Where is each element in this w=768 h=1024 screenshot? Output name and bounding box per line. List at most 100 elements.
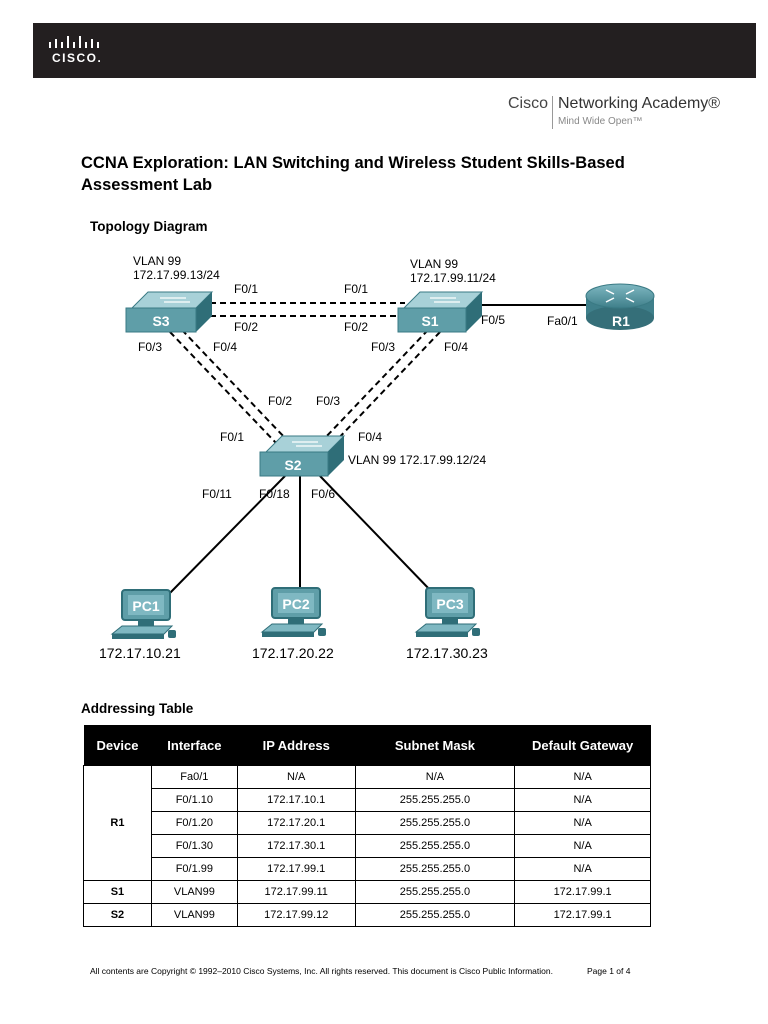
s2-f03-label: F0/3 — [316, 394, 340, 408]
s3-f02-label: F0/2 — [234, 320, 258, 334]
link-s1-s2-a — [322, 329, 429, 441]
switch-s2: S2 — [259, 435, 346, 477]
mask-cell: 255.255.255.0 — [354, 880, 516, 904]
s3-ip-label: 172.17.99.13/24 — [133, 268, 220, 282]
ip-cell: 172.17.99.1 — [236, 857, 356, 881]
table-row: F0/1.20 172.17.20.1 255.255.255.0 N/A — [84, 811, 651, 835]
gateway-cell: 172.17.99.1 — [514, 880, 651, 904]
mask-cell: 255.255.255.0 — [354, 857, 516, 881]
pc3-ip-label: 172.17.30.23 — [406, 645, 488, 661]
document-title: CCNA Exploration: LAN Switching and Wire… — [81, 152, 701, 196]
s1-f03-label: F0/3 — [371, 340, 395, 354]
s2-f018-label: F0/18 — [259, 487, 290, 501]
mask-cell: 255.255.255.0 — [354, 811, 516, 835]
topology-title: Topology Diagram — [90, 219, 208, 234]
header-subnet-mask: Subnet Mask — [355, 725, 515, 766]
switch-arrows-icon — [292, 441, 322, 447]
pc-pc2: PC2 — [260, 587, 326, 637]
device-cell-r1: R1 — [83, 765, 152, 881]
table-row: S2 VLAN99 172.17.99.12 255.255.255.0 172… — [83, 903, 651, 927]
s2-f04-label: F0/4 — [358, 430, 382, 444]
topology-diagram: S3 S1 S2 R1 — [99, 254, 655, 661]
mask-cell: N/A — [354, 765, 516, 789]
s1-ip-label: 172.17.99.11/24 — [410, 271, 496, 285]
device-label-r1: R1 — [612, 313, 630, 329]
router-r1: R1 — [585, 283, 655, 330]
device-label-s2: S2 — [284, 457, 301, 473]
gateway-cell: N/A — [514, 788, 651, 812]
s2-vlan-ip-label: VLAN 99 172.17.99.12/24 — [348, 453, 486, 467]
title-line-1: CCNA Exploration: LAN Switching and Wire… — [81, 154, 625, 172]
interface-cell: Fa0/1 — [150, 765, 238, 789]
gateway-cell: N/A — [514, 834, 651, 858]
link-s2-pc1 — [167, 475, 286, 596]
header-device: Device — [83, 725, 152, 766]
s1-f01-label: F0/1 — [344, 282, 368, 296]
table-row: S1 VLAN99 172.17.99.11 255.255.255.0 172… — [83, 880, 651, 904]
gateway-cell: N/A — [514, 811, 651, 835]
academy-tagline: Mind Wide Open™ — [558, 116, 643, 127]
gateway-cell: N/A — [514, 857, 651, 881]
device-label-pc2: PC2 — [282, 596, 309, 612]
router-arrows-icon — [605, 289, 635, 303]
interface-cell: F0/1.20 — [150, 811, 238, 835]
pc1-ip-label: 172.17.10.21 — [99, 645, 181, 661]
copyright-text: All contents are Copyright © 1992–2010 C… — [90, 966, 553, 976]
mask-cell: 255.255.255.0 — [354, 903, 516, 927]
table-row: F0/1.30 172.17.30.1 255.255.255.0 N/A — [84, 834, 651, 858]
link-s3-s2-a — [169, 331, 277, 444]
academy-logo: Cisco Networking Academy® Mind Wide Open… — [508, 95, 748, 131]
device-cell-s2: S2 — [83, 903, 152, 927]
s2-f011-label: F0/11 — [202, 487, 232, 501]
device-label-s3: S3 — [152, 313, 169, 329]
s2-f01-label: F0/1 — [220, 430, 244, 444]
s3-f04-label: F0/4 — [213, 340, 237, 354]
cisco-bars-icon — [49, 36, 99, 48]
interface-cell: F0/1.99 — [150, 857, 238, 881]
pc-pc3: PC3 — [414, 587, 480, 637]
link-s2-pc3 — [319, 475, 433, 593]
ip-cell: 172.17.99.12 — [236, 903, 356, 927]
academy-divider — [552, 96, 553, 129]
ip-cell: 172.17.99.11 — [236, 880, 356, 904]
interface-cell: VLAN99 — [150, 880, 238, 904]
cisco-wordmark: CISCO. — [52, 51, 103, 65]
switch-s3: S3 — [125, 291, 214, 333]
academy-name: Networking Academy® — [558, 95, 721, 112]
academy-brand: Cisco — [508, 95, 549, 112]
pc2-ip-label: 172.17.20.22 — [252, 645, 334, 661]
s1-f02-label: F0/2 — [344, 320, 368, 334]
table-header-row: Device Interface IP Address Subnet Mask … — [83, 725, 651, 766]
page-number: Page 1 of 4 — [587, 966, 631, 976]
link-s3-s2-b — [181, 329, 288, 441]
header-bar: CISCO. — [33, 23, 756, 78]
cisco-logo: CISCO. — [47, 36, 103, 66]
r1-fa01-label: Fa0/1 — [547, 314, 578, 328]
pc-pc1: PC1 — [110, 589, 176, 639]
table-row: R1 Fa0/1 N/A N/A N/A — [83, 765, 651, 881]
header-default-gateway: Default Gateway — [514, 725, 651, 766]
link-s1-s2-b — [333, 331, 441, 444]
s2-f06-label: F0/6 — [311, 487, 335, 501]
ip-cell: 172.17.30.1 — [236, 834, 356, 858]
s1-vlan-label: VLAN 99 — [410, 257, 458, 271]
gateway-cell: N/A — [514, 765, 651, 789]
table-row: F0/1.99 172.17.99.1 255.255.255.0 N/A — [84, 857, 651, 881]
header-interface: Interface — [151, 725, 238, 766]
mask-cell: 255.255.255.0 — [354, 834, 516, 858]
page-footer: All contents are Copyright © 1992–2010 C… — [90, 966, 630, 976]
title-line-2: Assessment Lab — [81, 176, 213, 194]
header-ip-address: IP Address — [237, 725, 356, 766]
mask-cell: 255.255.255.0 — [354, 788, 516, 812]
addressing-table: Device Interface IP Address Subnet Mask … — [83, 725, 651, 927]
s2-f02-label: F0/2 — [268, 394, 292, 408]
interface-cell: F0/1.30 — [150, 834, 238, 858]
s3-f01-label: F0/1 — [234, 282, 258, 296]
ip-cell: 172.17.10.1 — [236, 788, 356, 812]
interface-cell: VLAN99 — [150, 903, 238, 927]
switch-s1: S1 — [397, 291, 484, 333]
device-label-s1: S1 — [421, 313, 438, 329]
s3-f03-label: F0/3 — [138, 340, 162, 354]
gateway-cell: 172.17.99.1 — [514, 903, 651, 927]
device-label-pc1: PC1 — [132, 598, 159, 614]
